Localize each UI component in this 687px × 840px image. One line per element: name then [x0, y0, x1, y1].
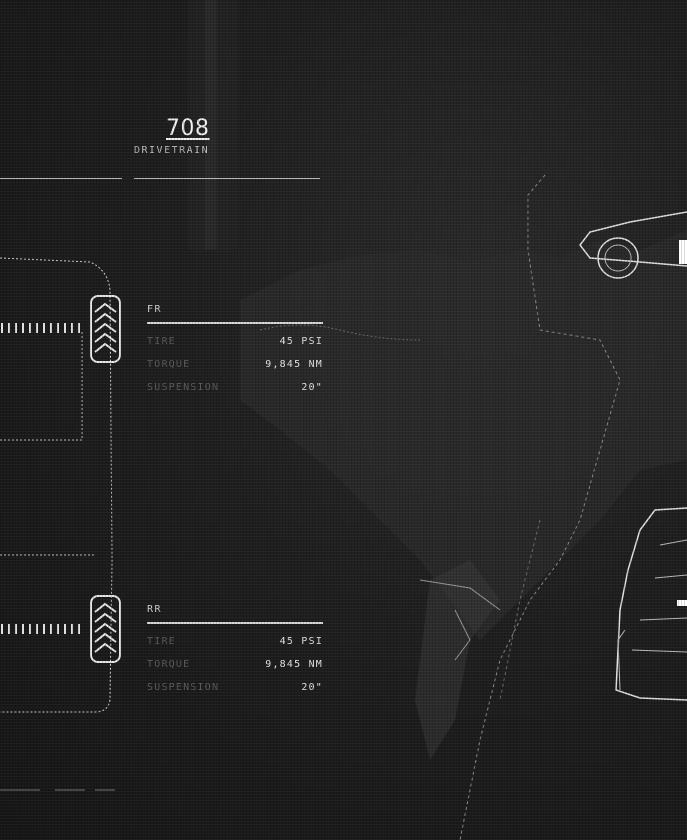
- suspension-row: SUSPENSION 20": [147, 382, 323, 405]
- row-value: 45 PSI: [279, 636, 323, 647]
- suspension-row: SUSPENSION 20": [147, 682, 323, 705]
- wheel-panel-rr: RR TIRE 45 PSI TORQUE 9,845 NM SUSPENSIO…: [147, 604, 323, 705]
- row-label: SUSPENSION: [147, 682, 220, 693]
- row-label: TORQUE: [147, 659, 191, 670]
- row-value: 45 PSI: [279, 336, 323, 347]
- wheel-divider: [147, 622, 323, 624]
- wheel-divider: [147, 322, 323, 324]
- row-value: 9,845 NM: [265, 359, 323, 370]
- wheel-title: RR: [147, 604, 163, 615]
- row-label: TORQUE: [147, 359, 191, 370]
- wheel-panel-fr: FR TIRE 45 PSI TORQUE 9,845 NM SUSPENSIO…: [147, 304, 323, 405]
- drivetrain-label: DRIVETRAIN: [134, 145, 210, 156]
- torque-row: TORQUE 9,845 NM: [147, 659, 323, 682]
- row-label: TIRE: [147, 336, 176, 347]
- row-value: 20": [301, 682, 323, 693]
- torque-row: TORQUE 9,845 NM: [147, 359, 323, 382]
- drivetrain-value: 708: [166, 116, 210, 141]
- tire-row: TIRE 45 PSI: [147, 636, 323, 659]
- drivetrain-header: 708 DRIVETRAIN: [134, 116, 320, 156]
- header-divider-left: [0, 178, 122, 179]
- row-label: TIRE: [147, 636, 176, 647]
- row-value: 9,845 NM: [265, 659, 323, 670]
- wheel-title: FR: [147, 304, 163, 315]
- row-label: SUSPENSION: [147, 382, 220, 393]
- row-value: 20": [301, 382, 323, 393]
- tire-row: TIRE 45 PSI: [147, 336, 323, 359]
- header-divider-right: [134, 178, 320, 179]
